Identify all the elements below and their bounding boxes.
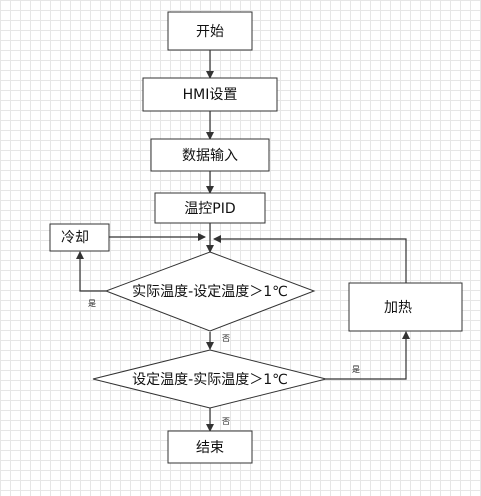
decision-1-node: 实际温度-设定温度＞1℃ xyxy=(104,251,316,332)
decision-1-label: 实际温度-设定温度＞1℃ xyxy=(132,284,288,300)
start-label: 开始 xyxy=(196,24,224,40)
d1-yes-label: 是 xyxy=(88,299,96,308)
d1-no-label: 否 xyxy=(222,334,230,343)
edges xyxy=(76,50,410,432)
start-node: 开始 xyxy=(167,11,253,51)
decision-2-label: 设定温度-实际温度＞1℃ xyxy=(132,372,288,388)
d2-yes-label: 是 xyxy=(352,365,360,374)
edge-d2-yes-to-heating xyxy=(326,331,410,380)
end-label: 结束 xyxy=(196,440,224,456)
data-input-node: 数据输入 xyxy=(150,138,270,172)
decision-2-node: 设定温度-实际温度＞1℃ xyxy=(92,349,327,409)
edge-d1-yes-to-cooling xyxy=(76,251,106,292)
heating-node: 加热 xyxy=(348,282,463,332)
cooling-node: 冷却 xyxy=(49,223,110,252)
temp-pid-node: 温控PID xyxy=(154,192,266,224)
hmi-setup-label: HMI设置 xyxy=(183,87,238,103)
hmi-setup-node: HMI设置 xyxy=(142,77,278,112)
edge-heating-return xyxy=(213,235,407,283)
d2-no-label: 否 xyxy=(222,417,230,426)
heating-label: 加热 xyxy=(384,300,412,316)
end-node: 结束 xyxy=(167,430,253,464)
temp-pid-label: 温控PID xyxy=(184,201,235,217)
data-input-label: 数据输入 xyxy=(182,148,238,164)
cooling-label: 冷却 xyxy=(61,230,89,246)
